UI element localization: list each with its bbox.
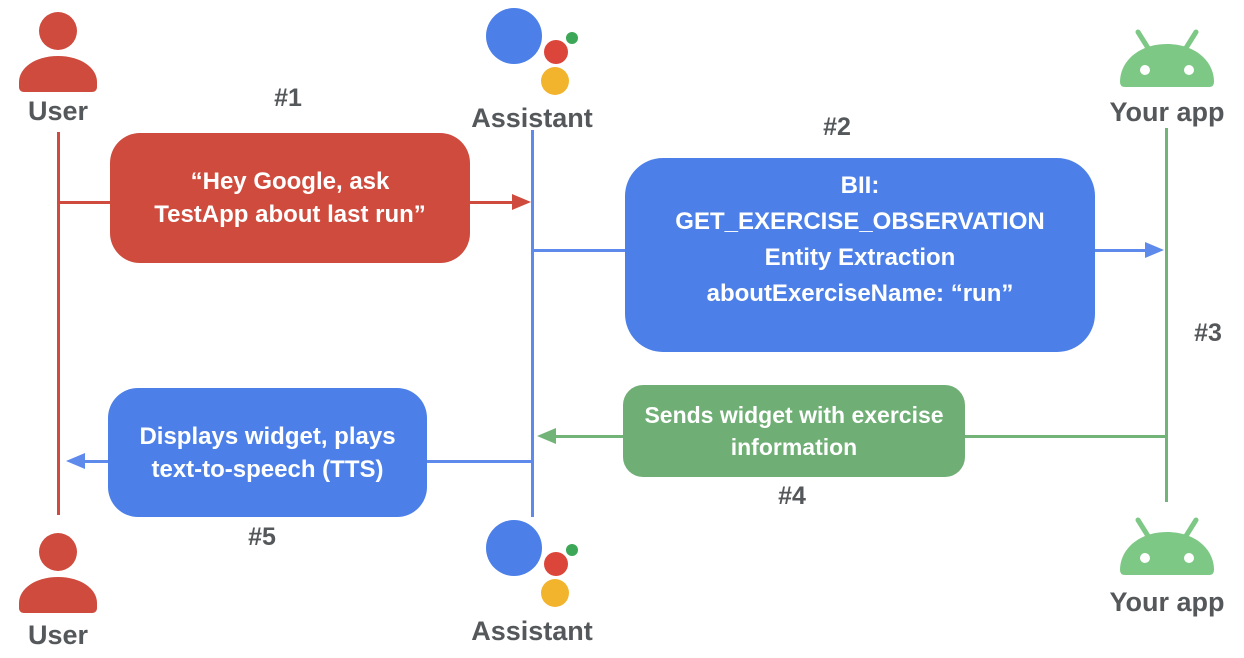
message-5-text-line: Displays widget, plays [139,422,396,450]
message-2-text-line: BII: [840,172,880,199]
actor-label: User [27,620,89,650]
actor-app-bottom: Your app [1092,514,1242,618]
message-4-arrowhead-icon [537,428,556,444]
assistant-icon [486,520,578,607]
message-4-text-line: information [730,434,858,460]
message-1-text-line: TestApp about last run” [154,201,426,228]
step-label-5: #5 [248,523,276,551]
message-2-box: BII: GET_EXERCISE_OBSERVATION Entity Ext… [625,158,1095,352]
message-2-text-line: aboutExerciseName: “run” [706,280,1014,307]
actor-assistant-bottom: Assistant [452,520,612,647]
actor-label: User [27,96,89,126]
user-lifeline [57,132,60,515]
step-label-3: #3 [1194,319,1222,347]
assistant-icon [486,8,578,95]
message-1-text-line: “Hey Google, ask [190,168,390,195]
message-2-arrowhead-icon [1145,242,1164,258]
person-icon [19,12,97,92]
message-2-text-line: Entity Extraction [764,244,956,271]
assistant-lifeline [531,130,534,517]
actor-label: Your app [1109,97,1225,127]
step-label-1: #1 [274,84,302,112]
actor-user-top: User [0,10,138,127]
message-2-text-line: GET_EXERCISE_OBSERVATION [675,208,1045,235]
message-4-box: Sends widget with exercise information [623,385,965,477]
message-5-arrowhead-icon [66,453,85,469]
actor-label: Your app [1109,587,1225,617]
person-icon [19,533,97,613]
message-5-box: Displays widget, plays text-to-speech (T… [108,388,427,517]
message-5-text-line: text-to-speech (TTS) [151,455,384,483]
message-1-arrowhead-icon [512,194,531,210]
actor-assistant-top: Assistant [452,8,612,134]
actor-app-top: Your app [1092,26,1242,128]
actor-label: Assistant [471,616,593,646]
app-lifeline [1165,128,1168,502]
message-1-box: “Hey Google, ask TestApp about last run” [110,133,470,263]
actor-label: Assistant [471,103,593,133]
android-icon [1120,29,1214,87]
step-label-4: #4 [778,482,806,510]
step-label-2: #2 [823,113,851,141]
actor-user-bottom: User [0,531,138,651]
message-4-text-line: Sends widget with exercise [644,402,944,428]
android-icon [1120,517,1214,575]
